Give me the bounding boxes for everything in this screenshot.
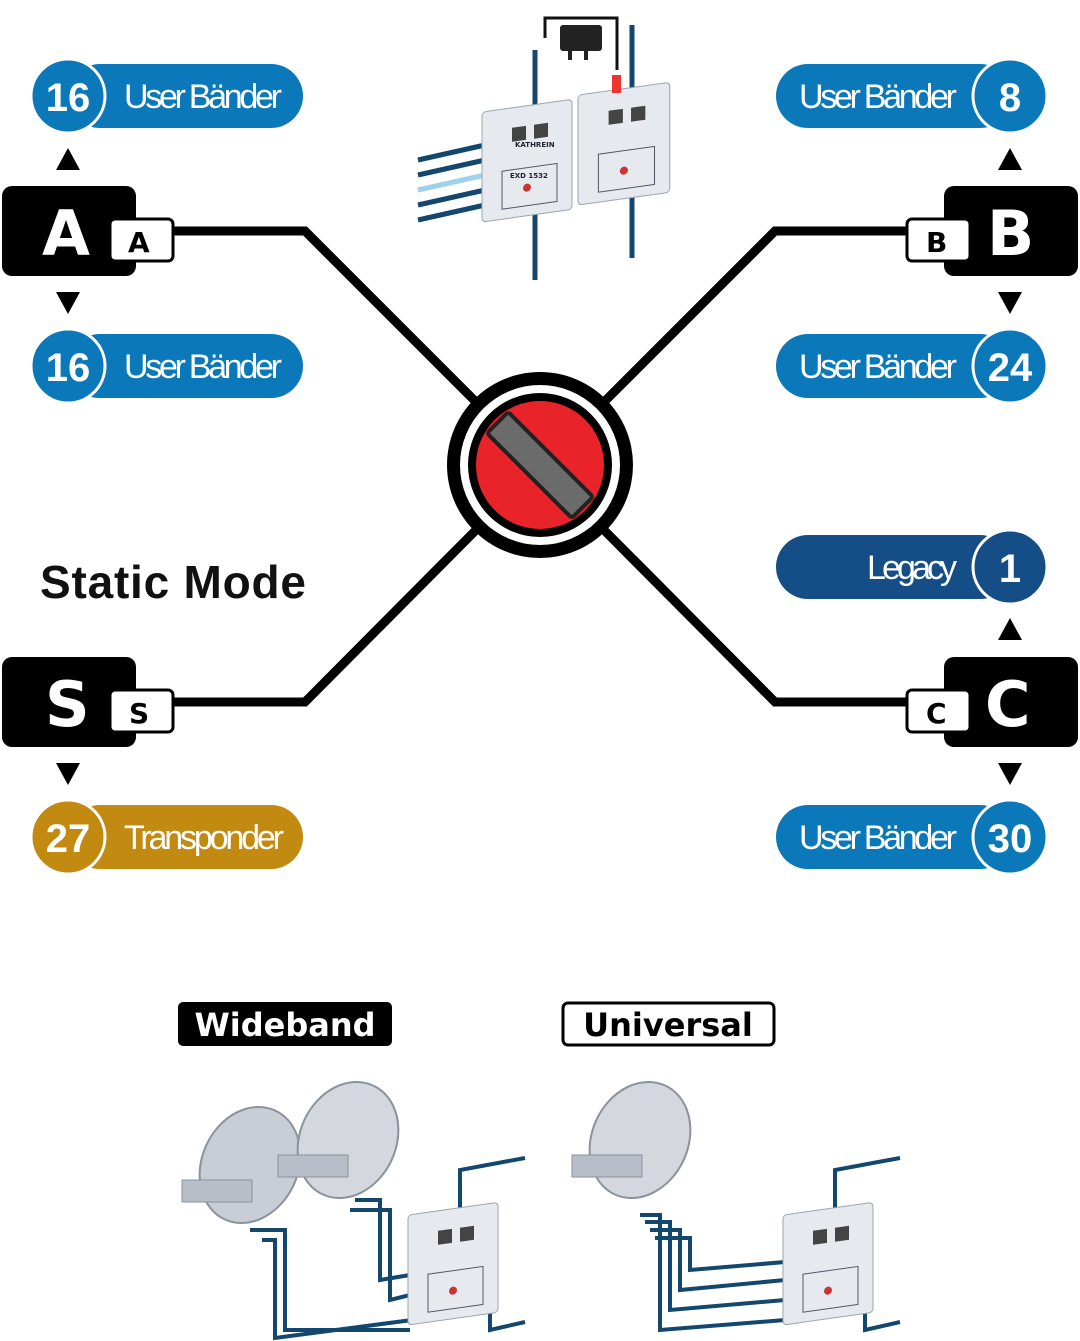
badge-count: 8	[999, 76, 1021, 120]
multiswitch-device-image: KATHREIN EXD 1532	[417, 16, 671, 280]
line-c	[598, 524, 910, 707]
badge-label: User Bänder	[124, 78, 282, 116]
device-model: EXD 1532	[510, 172, 548, 180]
rotary-switch-icon	[447, 372, 633, 558]
output-a: A A	[2, 148, 175, 314]
line-s	[170, 524, 482, 707]
device-brand: KATHREIN	[515, 141, 555, 149]
satellite-dish-icon	[588, 1080, 692, 1200]
badge-a-bottom: 16 User Bänder	[29, 327, 303, 405]
badge-label: User Bänder	[799, 78, 957, 116]
badge-s-bottom: 27 Transponder	[29, 798, 303, 876]
badge-c-top: 1 Legacy	[776, 528, 1049, 606]
badge-count: 16	[46, 76, 91, 120]
output-a-port-label: A	[128, 226, 150, 259]
mode-title: Static Mode	[40, 556, 306, 608]
badge-c-bottom: 30 User Bänder	[776, 798, 1049, 876]
output-b-port-label: B	[926, 226, 947, 259]
badge-count: 16	[46, 346, 91, 390]
arrow-down-icon	[998, 292, 1022, 314]
output-c-letter: C	[985, 668, 1031, 741]
universal-label: Universal	[561, 1001, 776, 1047]
output-s-port-label: S	[129, 697, 149, 730]
badge-label: User Bänder	[799, 819, 957, 857]
badge-label: User Bänder	[799, 348, 957, 386]
universal-setup-image	[571, 1080, 901, 1333]
multiswitch-icon	[782, 1201, 874, 1326]
output-c-port-label: C	[926, 697, 947, 730]
badge-count: 30	[988, 817, 1033, 861]
output-b: B B	[905, 148, 1078, 314]
arrow-up-icon	[56, 148, 80, 170]
arrow-up-icon	[998, 148, 1022, 170]
line-b	[598, 226, 910, 408]
badge-b-top: 8 User Bänder	[776, 57, 1049, 135]
badge-a-top: 16 User Bänder	[29, 57, 303, 135]
output-b-letter: B	[987, 197, 1034, 270]
output-c: C C	[905, 618, 1078, 785]
badge-label: Legacy	[867, 549, 957, 587]
badge-count: 1	[999, 547, 1021, 591]
arrow-down-icon	[56, 292, 80, 314]
arrow-up-icon	[998, 618, 1022, 640]
output-s: S S	[2, 657, 175, 785]
connection-lines	[170, 226, 910, 707]
arrow-down-icon	[998, 763, 1022, 785]
wideband-label: Wideband	[178, 1002, 392, 1046]
output-s-letter: S	[45, 668, 90, 741]
output-a-letter: A	[42, 197, 90, 270]
badge-label: Transponder	[124, 819, 284, 857]
arrow-down-icon	[56, 763, 80, 785]
wideband-setup-image	[181, 1080, 526, 1341]
line-a	[170, 226, 482, 408]
badge-count: 27	[46, 817, 91, 861]
badge-count: 24	[988, 346, 1033, 390]
satellite-dish-icon	[296, 1080, 400, 1200]
multiswitch-icon	[407, 1201, 499, 1326]
badge-b-bottom: 24 User Bänder	[776, 327, 1049, 405]
badge-label: User Bänder	[124, 348, 282, 386]
universal-text: Universal	[583, 1006, 753, 1044]
wideband-text: Wideband	[194, 1006, 375, 1044]
